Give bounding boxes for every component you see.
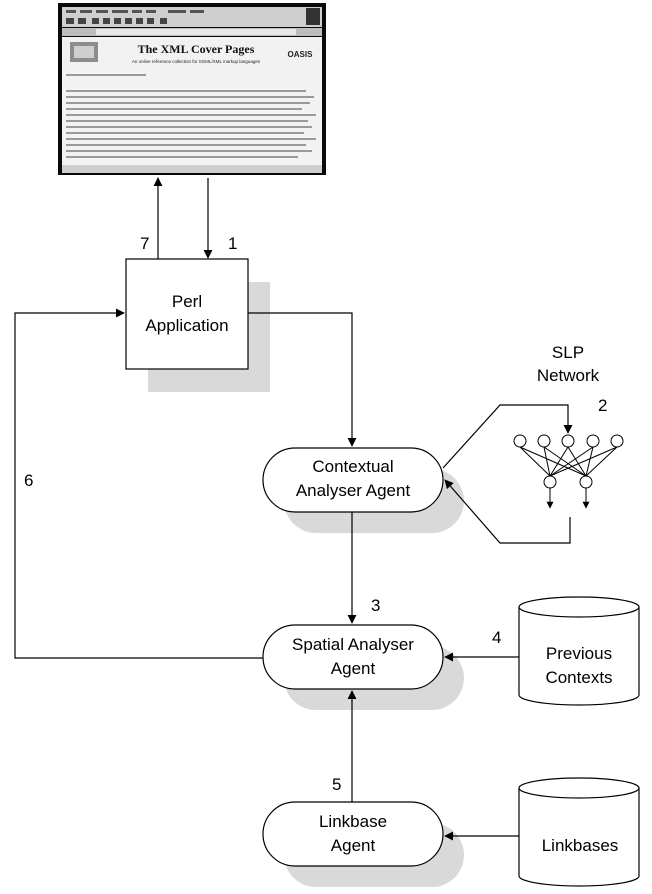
step-label-3: 3 bbox=[371, 596, 380, 615]
step-label-2: 2 bbox=[598, 396, 607, 415]
previous-contexts-label-2: Contexts bbox=[545, 668, 612, 687]
input-neuron bbox=[513, 434, 527, 448]
body-text-line bbox=[66, 102, 310, 104]
contextual-agent-label-1: Contextual bbox=[312, 457, 393, 476]
input-neuron bbox=[586, 434, 600, 448]
body-text-line bbox=[66, 96, 314, 98]
browser-screenshot: The XML Cover Pages An online reference … bbox=[58, 3, 326, 175]
connector-step-6 bbox=[14, 308, 263, 659]
linkbase-agent-label-1: Linkbase bbox=[319, 812, 387, 831]
oasis-logo: OASIS bbox=[288, 50, 314, 59]
spatial-agent-label-2: Agent bbox=[331, 659, 376, 678]
step-label-5: 5 bbox=[332, 775, 341, 794]
input-neuron bbox=[610, 434, 624, 448]
step-label-6: 6 bbox=[24, 471, 33, 490]
body-text-line bbox=[66, 144, 306, 146]
page-subtitle: An online reference collection for SGML/… bbox=[132, 59, 261, 64]
browser-logo-icon bbox=[306, 8, 320, 25]
page-body-text bbox=[66, 74, 316, 158]
perl-application-box bbox=[125, 258, 249, 370]
body-text-line bbox=[66, 108, 302, 110]
spatial-agent-box bbox=[262, 624, 444, 690]
slp-network-graph bbox=[513, 434, 624, 489]
input-neuron bbox=[537, 434, 551, 448]
browser-content bbox=[62, 37, 322, 165]
input-neuron bbox=[561, 434, 575, 448]
body-text-line bbox=[66, 74, 146, 76]
body-text-line bbox=[66, 114, 316, 116]
step-label-7: 7 bbox=[140, 234, 149, 253]
linkbases-label: Linkbases bbox=[542, 836, 619, 855]
spatial-agent-label-1: Spatial Analyser bbox=[292, 635, 414, 654]
output-neuron bbox=[543, 475, 557, 489]
perl-application-label-2: Application bbox=[145, 316, 228, 335]
body-text-line bbox=[66, 90, 306, 92]
body-text-line bbox=[66, 138, 316, 140]
body-text-line bbox=[66, 150, 312, 152]
connector-perl-to-contextual bbox=[248, 312, 357, 447]
slp-network-label-2: Network bbox=[537, 366, 600, 385]
output-neuron bbox=[579, 475, 593, 489]
step-label-1: 1 bbox=[228, 234, 237, 253]
page-title: The XML Cover Pages bbox=[138, 42, 255, 56]
contextual-agent-label-2: Analyser Agent bbox=[296, 481, 411, 500]
linkbases-database-icon bbox=[518, 777, 640, 887]
step-label-4: 4 bbox=[492, 628, 501, 647]
body-text-line bbox=[66, 156, 298, 158]
connector-step-2-back bbox=[444, 479, 571, 544]
menu-bar bbox=[66, 10, 204, 13]
perl-application-label-1: Perl bbox=[172, 292, 202, 311]
body-text-line bbox=[66, 132, 304, 134]
previous-contexts-label-1: Previous bbox=[546, 644, 612, 663]
toolbar-buttons bbox=[66, 18, 167, 24]
linkbase-agent-box bbox=[262, 801, 444, 867]
connector-step-2-out bbox=[442, 404, 573, 469]
previous-contexts-database-icon bbox=[518, 596, 640, 706]
slp-network-label-1: SLP bbox=[552, 343, 584, 362]
contextual-agent-box bbox=[262, 447, 444, 513]
xml-logo-icon bbox=[70, 42, 98, 62]
body-text-line bbox=[66, 126, 312, 128]
body-text-line bbox=[66, 120, 308, 122]
linkbase-agent-label-2: Agent bbox=[331, 836, 376, 855]
status-bar bbox=[62, 165, 322, 173]
